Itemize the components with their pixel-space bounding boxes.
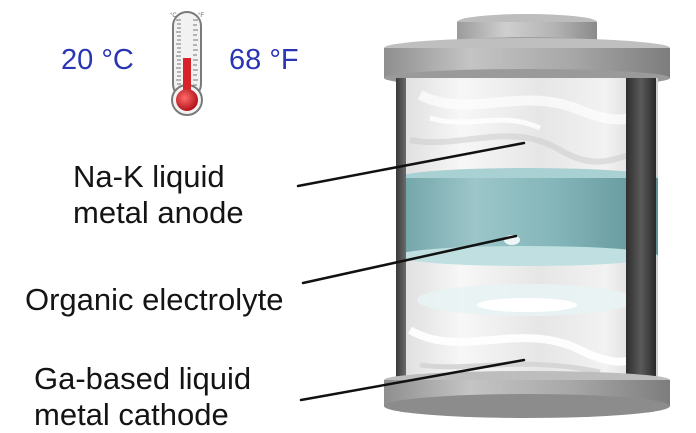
organic-electrolyte bbox=[396, 178, 658, 256]
battery-cell bbox=[384, 14, 670, 418]
cathode-leader-line bbox=[299, 358, 526, 402]
anode-label-line-1: Na-K liquid bbox=[73, 159, 225, 194]
cathode-label-line-1: Ga-based liquid bbox=[34, 361, 252, 396]
thermometer-unit-c: °C bbox=[170, 13, 177, 19]
electrolyte-leader-line bbox=[301, 234, 518, 285]
thermometer-unit-f: °F bbox=[198, 13, 204, 19]
thermometer-icon: °C °F bbox=[170, 11, 204, 116]
cathode-label-line-2: metal cathode bbox=[34, 397, 229, 432]
thermometer-scale-f bbox=[193, 19, 198, 86]
separator-bar bbox=[626, 78, 656, 380]
cathode-label: Ga-based liquid metal cathode bbox=[34, 361, 251, 433]
temperature-celsius: 20 °C bbox=[61, 44, 134, 76]
temperature-fahrenheit: 68 °F bbox=[229, 44, 299, 76]
anode-label: Na-K liquid metal anode bbox=[73, 159, 244, 231]
thermometer-scale-c bbox=[176, 19, 181, 85]
anode-label-line-2: metal anode bbox=[73, 195, 244, 230]
electrolyte-label: Organic electrolyte bbox=[25, 282, 284, 317]
anode-leader-line bbox=[296, 141, 526, 188]
